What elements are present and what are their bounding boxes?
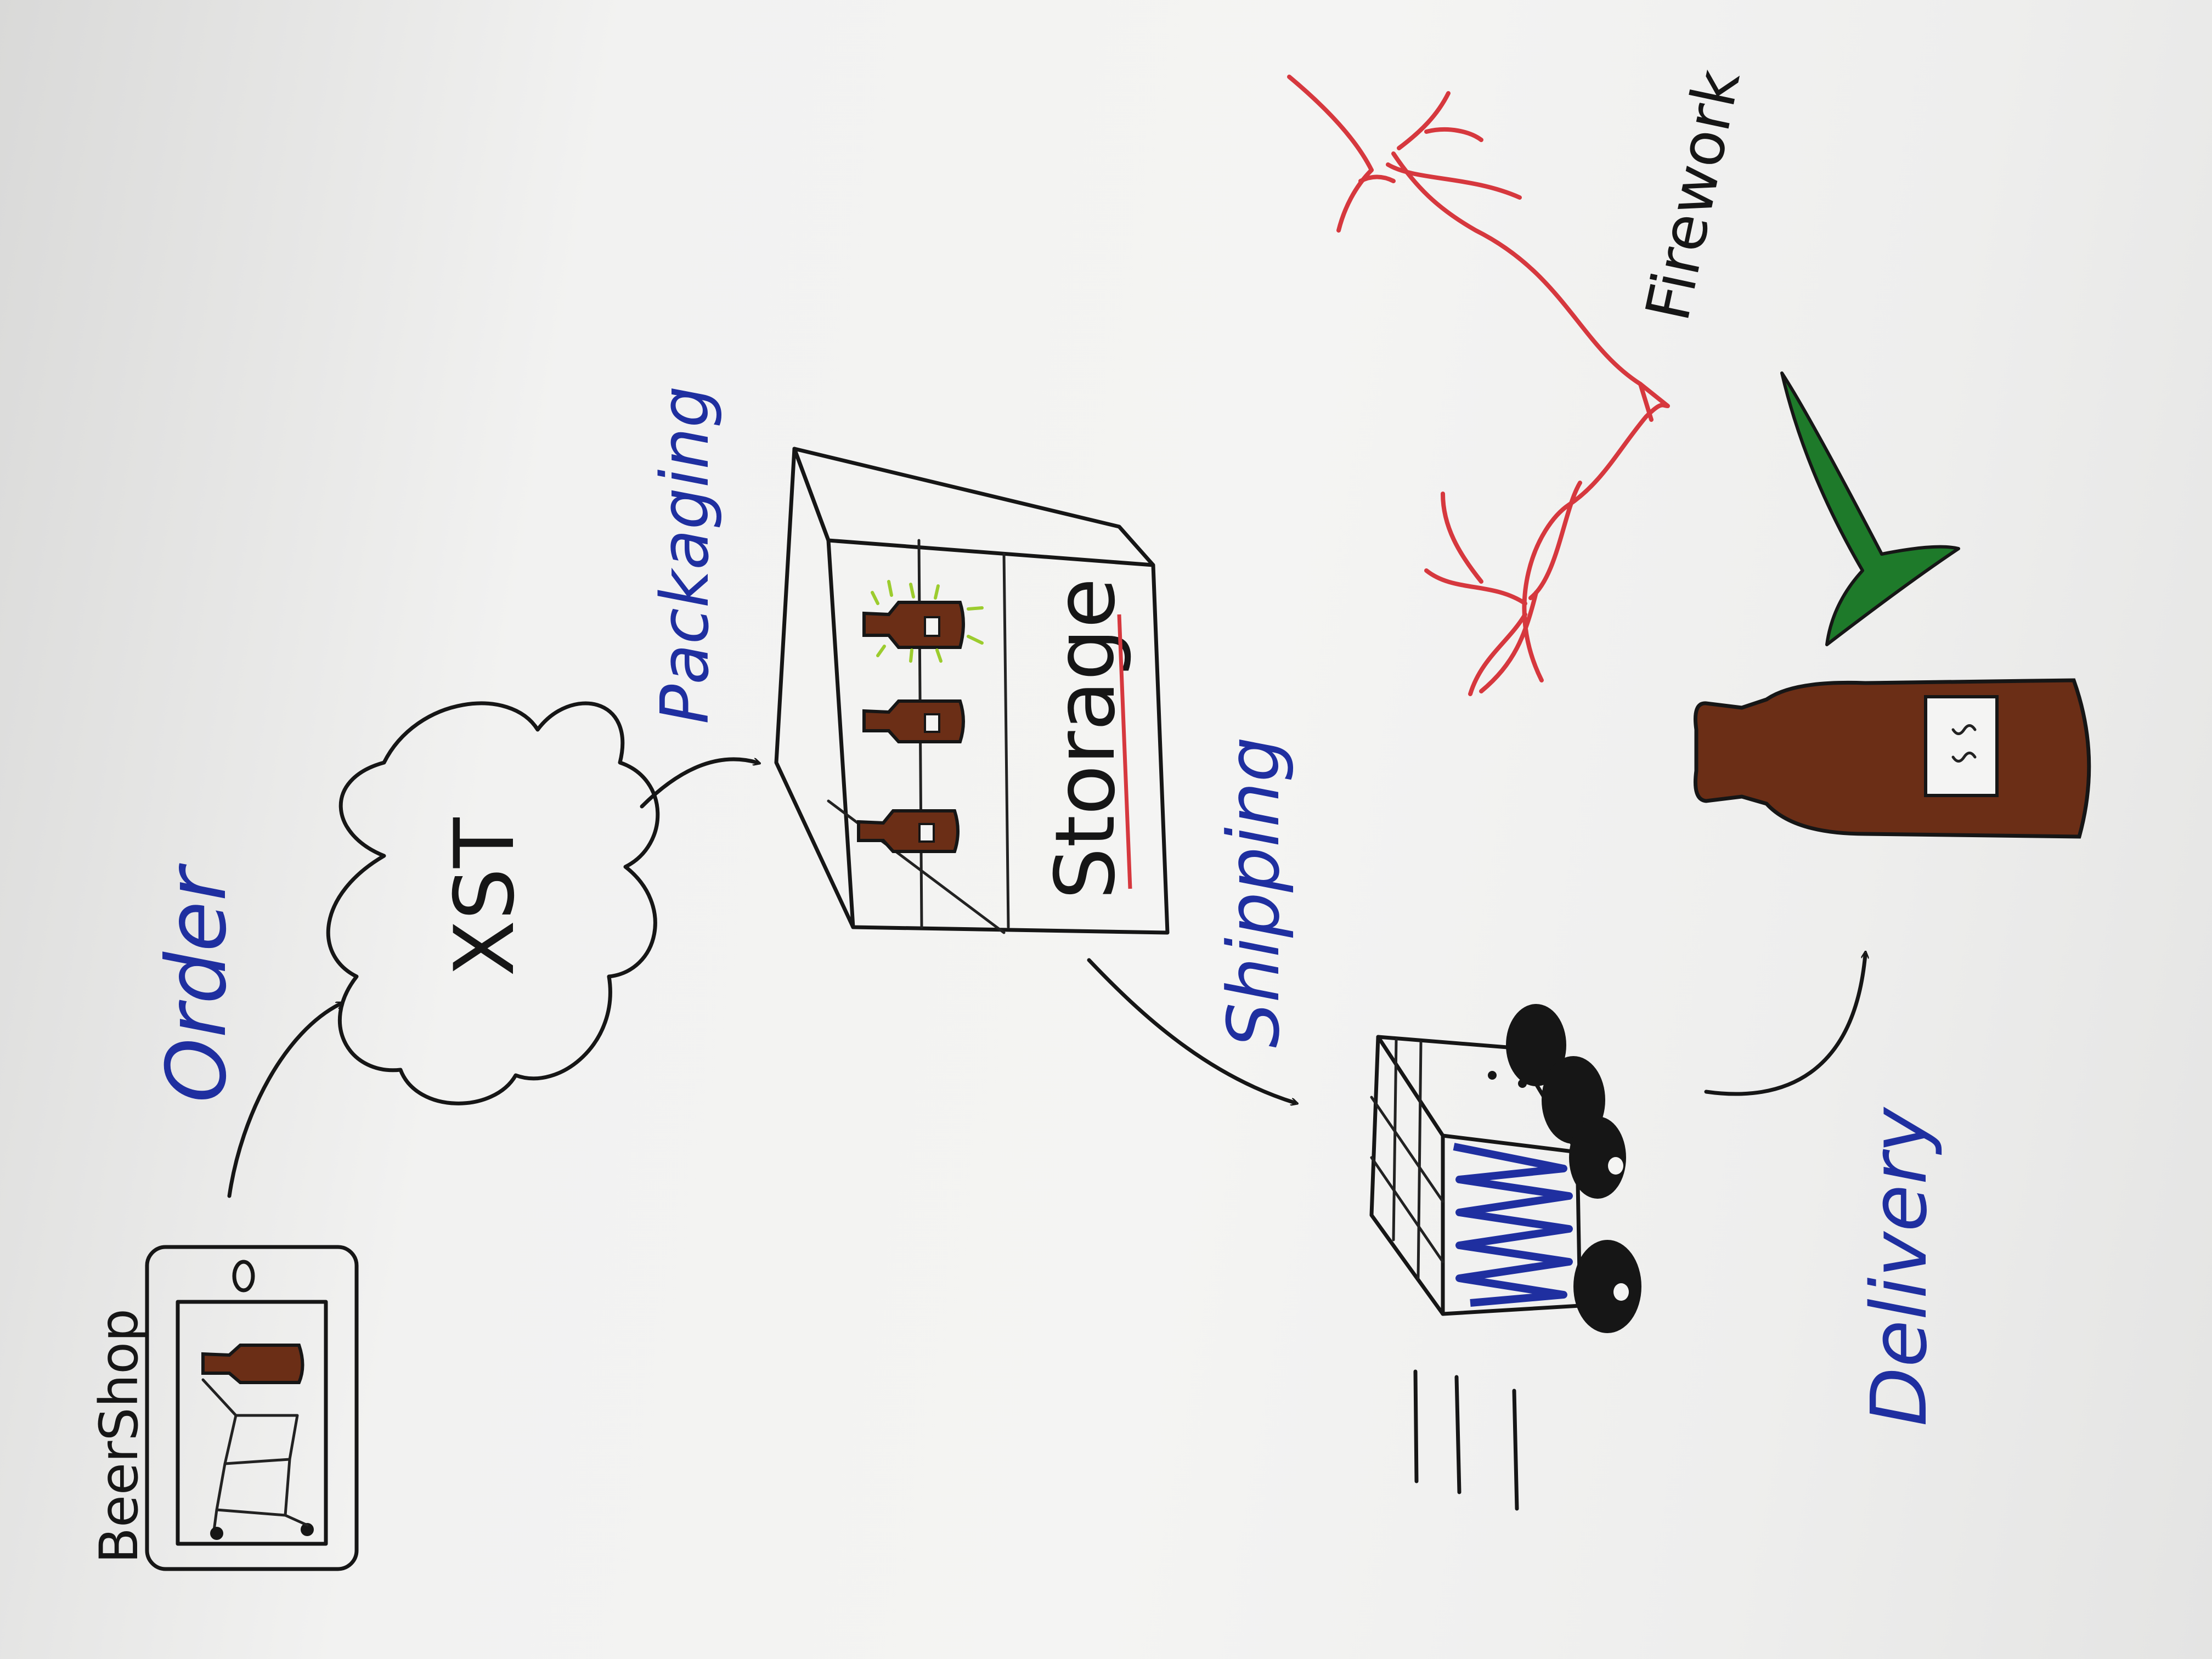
bottle-icon — [1693, 678, 2091, 839]
checkmark-icon — [1780, 371, 1960, 646]
truck-icon — [1369, 1004, 1641, 1511]
storage-label: Storage — [1038, 578, 1133, 900]
phone-icon — [145, 1245, 359, 1571]
arrow-icon — [1087, 958, 1295, 1103]
order-label: Order — [149, 863, 245, 1103]
cloud-label: XST — [437, 817, 533, 977]
bottle-icon — [201, 1344, 304, 1384]
bottle-icon — [857, 809, 960, 853]
cloud-icon — [326, 701, 660, 1105]
arrow-icon — [1704, 955, 1865, 1096]
bottle-icon — [862, 699, 965, 743]
beer-shop-label: BeerShop — [88, 1308, 150, 1564]
glow-icon — [871, 580, 984, 663]
storage-underline — [1117, 614, 1132, 889]
firework-icon — [1287, 75, 1670, 696]
packaging-label: Packaging — [647, 386, 724, 724]
bottle-icon — [862, 601, 965, 649]
arrow-icon — [227, 1004, 340, 1198]
cart-icon — [201, 1378, 314, 1540]
arrow-icon — [640, 757, 757, 809]
delivery-label: Delivery — [1855, 1107, 1944, 1426]
shipping-label: Shipping — [1212, 737, 1295, 1048]
firework-label: Firework — [1632, 64, 1753, 326]
